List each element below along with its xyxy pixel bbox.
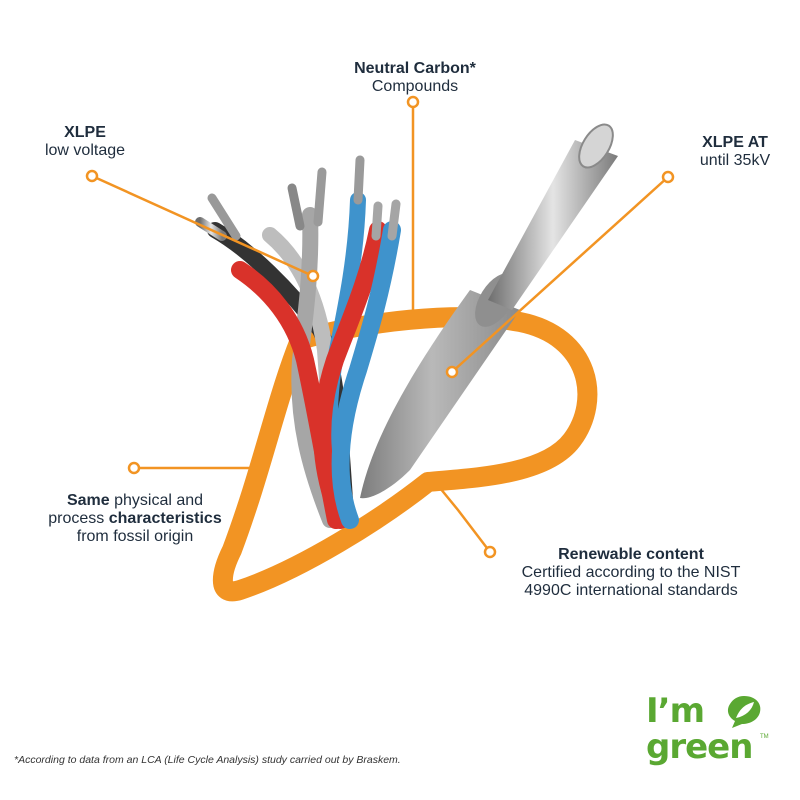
label-xlpe-subtitle: low voltage [44,142,126,159]
label-renewable-line1: Certified according to the NIST [521,564,741,581]
label-xlpe-at: XLPE AT until 35kV [680,134,790,170]
wire-bundle [195,155,401,529]
footnote: *According to data from an LCA (Life Cyc… [14,754,401,766]
logo-tm: TM [760,734,769,740]
label-renewable: Renewable content Certified according to… [496,546,766,600]
label-xlpe-at-subtitle: until 35kV [699,152,771,169]
label-same-text2: process [48,510,109,527]
logo-line2: green [646,727,753,767]
label-xlpe-title: XLPE [64,124,106,141]
label-neutral-carbon-title: Neutral Carbon* [354,60,476,77]
label-same-bold2: characteristics [108,510,222,527]
callout-dots [85,95,675,559]
label-neutral-carbon-subtitle: Compounds [371,78,459,95]
main-cable [360,123,618,499]
label-renewable-line2: 4990C international standards [524,582,738,599]
label-neutral-carbon: Neutral Carbon* Compounds [330,60,500,96]
label-same-characteristics: Same physical and process characteristic… [20,492,250,546]
label-same-bold1: Same [66,492,110,509]
label-same-text3: from fossil origin [76,528,194,545]
label-xlpe-at-title: XLPE AT [702,134,768,151]
callout-lines [91,102,669,553]
label-renewable-title: Renewable content [558,546,704,563]
leaf-outline [212,307,598,602]
label-xlpe: XLPE low voltage [30,124,140,160]
logo-line1: I’m [646,691,705,731]
leaf-icon [727,696,761,728]
im-green-logo: I’m green TM [646,691,769,768]
label-same-text1: physical and [109,492,204,509]
